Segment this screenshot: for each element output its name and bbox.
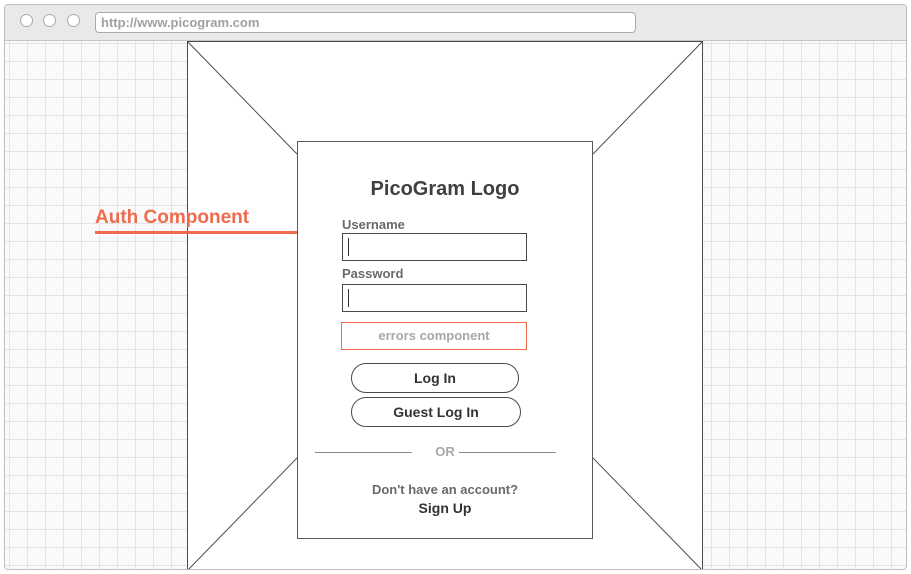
browser-titlebar: http://www.picogram.com [5,5,906,41]
divider-line-right [459,452,556,453]
errors-component: errors component [341,322,527,350]
password-input[interactable] [342,284,527,312]
text-caret [348,289,349,307]
auth-component-annotation: Auth Component [95,207,250,228]
minimize-window-icon[interactable] [43,14,56,27]
address-bar[interactable]: http://www.picogram.com [95,12,636,33]
signup-link[interactable]: Sign Up [418,500,472,516]
divider-line-left [315,452,412,453]
logo-placeholder: PicoGram Logo [370,178,520,200]
page-canvas: PicoGram Logo Username Password errors c… [5,41,906,569]
close-window-icon[interactable] [20,14,33,27]
text-caret [348,238,349,256]
guest-login-button[interactable]: Guest Log In [351,397,521,427]
divider-or: OR [435,444,455,459]
username-label: Username [342,217,405,232]
annotation-underline [95,231,297,234]
password-label: Password [342,266,404,281]
maximize-window-icon[interactable] [67,14,80,27]
auth-component: PicoGram Logo Username Password errors c… [297,141,593,539]
signup-prompt: Don't have an account? [371,482,519,497]
browser-window: http://www.picogram.com PicoGram Logo Us… [4,4,907,570]
login-button[interactable]: Log In [351,363,519,393]
username-input[interactable] [342,233,527,261]
